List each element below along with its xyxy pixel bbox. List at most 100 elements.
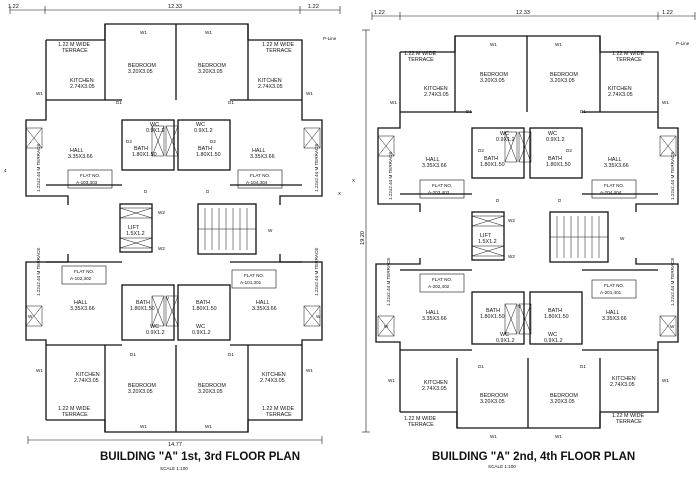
axis-mark: 4 [4,168,7,173]
room-label: BEDROOM [198,63,226,69]
room-label: HALL [70,148,84,154]
room-label: BATH [198,146,212,152]
room-label: WC [500,131,509,137]
room-dimension: 3.20X3.05 [128,69,153,75]
room-dimension: 3.35X3.66 [250,154,275,160]
terrace-label: 1.22 M WIDE [58,42,90,48]
room-label: WC [150,324,159,330]
door-mark: D [144,189,148,194]
door-mark: D1 [580,109,586,114]
dim-left-top: 1.22 [374,10,385,16]
side-terrace-label: 1.22x2.44 M TERRACE [386,258,391,306]
window-mark: W2 [158,210,165,215]
room-label: HALL [426,310,440,316]
room-label: KITCHEN [70,78,94,84]
room-dimension: 1.80X1.50 [480,314,505,320]
terrace-label: 1.22 M WIDE [612,51,644,57]
room-label: WC [548,131,557,137]
room-dimension: 1.80X1.50 [480,162,505,168]
terrace-label: 1.22 M WIDE [404,51,436,57]
room-label: BATH [136,300,150,306]
door-mark: D2 [210,139,216,144]
flat-number: A-202,402 [428,284,450,289]
door-mark: D [206,189,210,194]
terrace-label: 1.22 M WIDE [58,406,90,412]
side-terrace-label: 1.22x2.44 M TERRACE [388,152,393,200]
window-mark: W1 [306,368,313,373]
room-label: KITCHEN [258,78,282,84]
door-mark: D2 [126,139,132,144]
window-mark: W1 [140,424,147,429]
room-dimension: 1.80X1.50 [546,162,571,168]
side-terrace-label: 1.22x2.44 M TERRACE [670,258,675,306]
room-label: BATH [484,156,498,162]
door-mark: D1 [228,352,234,357]
room-label: BATH [548,156,562,162]
flat-number-label: FLAT NO. [432,277,452,282]
window-mark: W [620,236,625,241]
door-mark: D1 [130,352,136,357]
room-dimension: 2.74X3.05 [70,84,95,90]
axis-mark: X [352,178,355,183]
room-dimension: 0.9X1.2 [544,338,563,344]
door-mark: D1 [478,364,484,369]
room-label: HALL [252,148,266,154]
side-terrace-label: 1.22x2.44 M TERRACE [36,248,41,296]
axis-mark: X [338,191,341,196]
room-dimension: 3.20X3.05 [198,389,223,395]
dim-left-top: 1.22 [8,4,19,10]
room-dimension: 3.20X3.05 [128,389,153,395]
room-dimension: 0.9X1.2 [194,128,213,134]
dimension-lines [362,12,696,433]
terrace-label: TERRACE [408,57,434,63]
window-mark: W [384,324,389,329]
room-label: BATH [548,308,562,314]
flat-number-boxes [61,169,283,289]
window-mark: W1 [390,100,397,105]
room-dimension: 3.35X3.66 [422,163,447,169]
door-window-marks: P-Line W1 W1 W1 W1 D1 D1 D2 D2 D D W2 W2… [352,41,690,439]
room-label: KITCHEN [76,372,100,378]
window-mark: W1 [306,91,313,96]
terrace-label: 1.22 M WIDE [262,42,294,48]
dim-top: 12.33 [168,4,182,10]
room-dimension: 3.35X3.66 [252,306,277,312]
room-labels-north: 1.22 M WIDE TERRACE BEDROOM 3.20X3.05 BE… [388,51,675,200]
door-mark: D2 [478,148,484,153]
window-mark: W1 [36,368,43,373]
terrace-label: 1.22 M WIDE [612,413,644,419]
room-dimension: 1.80X1.50 [196,152,221,158]
terrace-label: 1.22 M WIDE [404,416,436,422]
flat-number: A-203,403 [428,190,450,195]
flat-number-boxes [419,179,637,299]
p-line-label: P-Line [323,36,337,41]
room-label: KITCHEN [424,380,448,386]
room-label: KITCHEN [608,86,632,92]
lift-label: LIFT [480,233,492,239]
room-dimension: 1.80X1.50 [192,306,217,312]
window-mark: W1 [388,378,395,383]
staircase [550,216,608,258]
room-label: BATH [134,146,148,152]
room-dimension: 2.74X3.05 [424,92,449,98]
floor-plan-2nd-4th: 1.22 12.33 1.22 19.20 [352,10,696,469]
window-mark: W1 [490,42,497,47]
room-label: WC [196,324,205,330]
room-dimension: 2.74X3.05 [260,378,285,384]
window-mark: W1 [662,378,669,383]
window-mark: W1 [555,42,562,47]
dim-bottom: 14.77 [168,442,182,448]
room-dimension: 3.35X3.66 [602,316,627,322]
window-mark: W [316,314,321,319]
room-label: WC [500,332,509,338]
dim-side: 19.20 [360,231,366,245]
door-mark: D2 [566,148,572,153]
room-label: BEDROOM [550,393,578,399]
dim-right-top: 1.22 [308,4,319,10]
terrace-label: TERRACE [62,412,88,418]
plan-title: BUILDING "A" 2nd, 4th FLOOR PLAN [432,451,635,463]
floor-plan-1st-3rd: 1.22 12.33 1.22 14.77 [4,4,341,471]
room-labels-north: 1.22 M WIDE TERRACE BEDROOM 3.20X3.05 BE… [36,42,319,192]
door-mark: D1 [116,100,122,105]
room-dimension: 0.9X1.2 [496,338,515,344]
